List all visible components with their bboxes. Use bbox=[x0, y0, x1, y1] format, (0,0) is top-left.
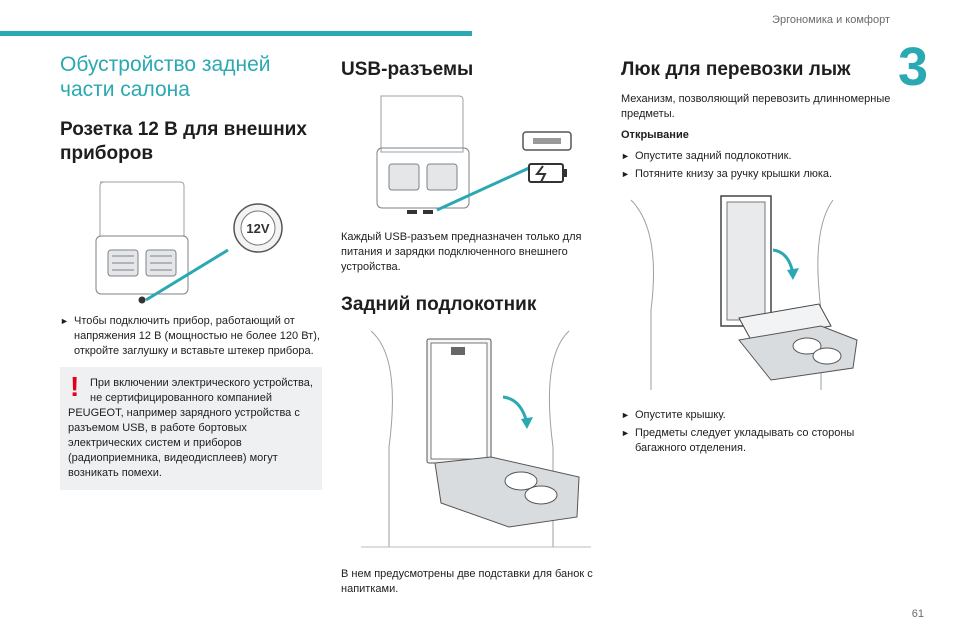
list-item: ►Потяните книзу за ручку крышки люка. bbox=[621, 168, 833, 180]
chapter-number: 3 bbox=[898, 37, 929, 97]
warning-text-first: При включении электрического устройства,… bbox=[90, 377, 313, 404]
ski-hatch-heading: Люк для перевозки лыж bbox=[621, 59, 851, 80]
ski-hatch-intro: Механизм, позволяющий перевозить длинном… bbox=[621, 93, 891, 120]
arrow-icon: ► bbox=[60, 316, 69, 326]
armrest-heading: Задний подлокотник bbox=[341, 294, 537, 315]
console-socket-drawing: 12V bbox=[95, 181, 283, 304]
usb-text: Каждый USB-разъем предназначен только дл… bbox=[341, 231, 582, 273]
socket-steps: ►Чтобы подключить прибор, работающий от … bbox=[60, 314, 322, 359]
page-title: Обустройство задней части салона bbox=[60, 53, 271, 101]
socket-12v-label: 12V bbox=[246, 221, 269, 236]
warning-icon: ! bbox=[70, 371, 80, 402]
usb-drawing bbox=[376, 95, 572, 214]
column-2: USB-разъемы Каждый USB-разъем предназнач… bbox=[341, 52, 601, 603]
column-1: Обустройство задней части салона Розетка… bbox=[60, 52, 322, 490]
arrow-icon: ► bbox=[621, 410, 630, 420]
opening-subheading: Открывание bbox=[621, 129, 689, 141]
arrow-icon: ► bbox=[621, 151, 630, 161]
arrow-icon: ► bbox=[621, 428, 630, 438]
page-number: 61 bbox=[911, 608, 924, 620]
header-accent-bar bbox=[0, 31, 472, 36]
armrest-illustration bbox=[341, 327, 601, 559]
arrow-icon: ► bbox=[621, 169, 630, 179]
closing-steps: ►Опустите крышку. ►Предметы следует укла… bbox=[621, 408, 891, 456]
list-item: ►Опустите задний подлокотник. bbox=[621, 150, 792, 162]
section-title: Эргономика и комфорт bbox=[772, 14, 890, 26]
ski-hatch-drawing bbox=[630, 195, 858, 390]
warning-text: PEUGEOT, например зарядного устройства с… bbox=[68, 407, 300, 479]
list-item: ►Предметы следует укладывать со стороны … bbox=[621, 427, 855, 454]
column-3: Люк для перевозки лыж Механизм, позволяю… bbox=[621, 52, 891, 464]
list-item: ►Чтобы подключить прибор, работающий от … bbox=[60, 315, 320, 357]
list-item: ►Опустите крышку. bbox=[621, 409, 726, 421]
ski-hatch-illustration bbox=[621, 190, 891, 400]
usb-illustration bbox=[341, 92, 601, 222]
socket-heading: Розетка 12 В для внешних приборов bbox=[60, 119, 307, 164]
usb-heading: USB-разъемы bbox=[341, 59, 474, 80]
armrest-text: В нем предусмотрены две подставки для ба… bbox=[341, 568, 593, 595]
armrest-drawing bbox=[361, 330, 591, 548]
warning-box: ! При включении электрического устройств… bbox=[60, 367, 322, 490]
opening-steps: ►Опустите задний подлокотник. ►Потяните … bbox=[621, 149, 891, 182]
socket-illustration: 12V bbox=[60, 176, 322, 306]
